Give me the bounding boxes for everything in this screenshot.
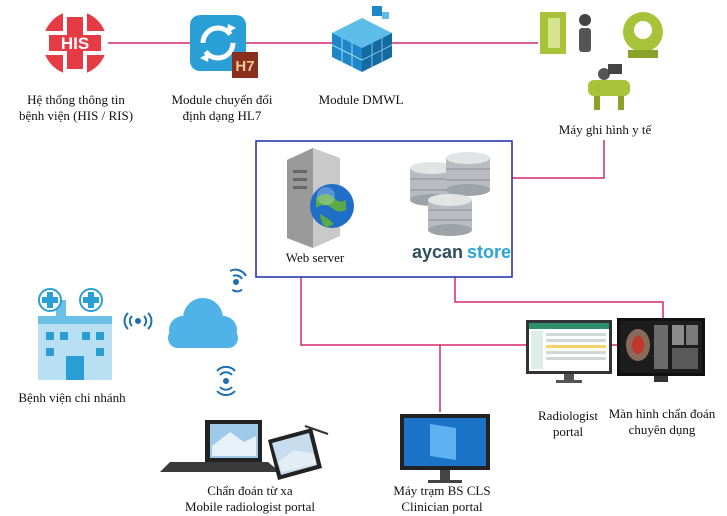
his-icon-text: HIS <box>61 34 89 53</box>
his-label-line-2: bệnh viện (HIS / RIS) <box>18 108 134 123</box>
radiologist-label-line-1: Radiologist <box>538 408 598 423</box>
diagnostic-label-line-1: Màn hình chẩn đoán <box>608 406 716 421</box>
his-icon: HIS <box>43 11 107 75</box>
branch-label-line-1: Bệnh viện chi nhánh <box>18 390 126 405</box>
hl7-label-line-1: Module chuyển đổi <box>171 92 273 107</box>
hl7-label-line-2: định dạng HL7 <box>182 108 262 123</box>
remote-label: Chẩn đoán từ xa Mobile radiologist porta… <box>165 483 335 515</box>
clinician-workstation-icon <box>400 414 490 483</box>
branch-label: Bệnh viện chi nhánh <box>2 390 142 406</box>
hl7-sync-icon: H7 <box>190 15 258 78</box>
dmwl-label-line-1: Module DMWL <box>318 92 404 107</box>
web-server-label: Web server <box>270 250 360 266</box>
store-wordmark: store <box>467 242 511 262</box>
radiologist-label-line-2: portal <box>552 424 584 439</box>
wireless-signal-icon <box>123 268 247 397</box>
imaging-label-line-1: Máy ghi hình y tế <box>558 122 652 137</box>
link-server-diagnostic <box>454 276 664 318</box>
imaging-machines-icon <box>540 12 663 110</box>
web-server-label-text: Web server <box>285 250 345 265</box>
diagnostic-monitor-icon <box>617 318 705 382</box>
dmwl-cubes-icon <box>331 6 393 72</box>
web-server-icon <box>287 148 354 248</box>
his-label: Hệ thống thông tin bệnh viện (HIS / RIS) <box>5 92 147 124</box>
clinician-label-line-2: Clinician portal <box>401 499 483 514</box>
radiologist-portal-monitor-icon <box>526 320 612 383</box>
his-label-line-1: Hệ thống thông tin <box>27 92 125 107</box>
aycan-wordmark: aycan <box>412 242 463 262</box>
imaging-label: Máy ghi hình y tế <box>540 122 670 138</box>
remote-label-line-2: Mobile radiologist portal <box>185 499 315 514</box>
hl7-label: Module chuyển đổi định dạng HL7 <box>152 92 292 124</box>
diagnostic-label: Màn hình chẩn đoán chuyên dụng <box>600 406 724 438</box>
storage-disks-icon <box>410 152 490 236</box>
clinician-label-line-1: Máy trạm BS CLS <box>393 483 491 498</box>
clinician-label: Máy trạm BS CLS Clinician portal <box>372 483 512 515</box>
cloud-icon <box>168 298 238 348</box>
dmwl-label: Module DMWL <box>300 92 422 108</box>
hl7-icon-text: H7 <box>235 58 254 75</box>
diagnostic-label-line-2: chuyên dụng <box>628 422 696 437</box>
radiologist-label: Radiologist portal <box>520 408 616 440</box>
hospital-building-icon <box>38 288 112 380</box>
link-imaging-server <box>512 140 605 179</box>
laptop-tablet-icon <box>160 420 329 480</box>
remote-label-line-1: Chẩn đoán từ xa <box>207 483 293 498</box>
